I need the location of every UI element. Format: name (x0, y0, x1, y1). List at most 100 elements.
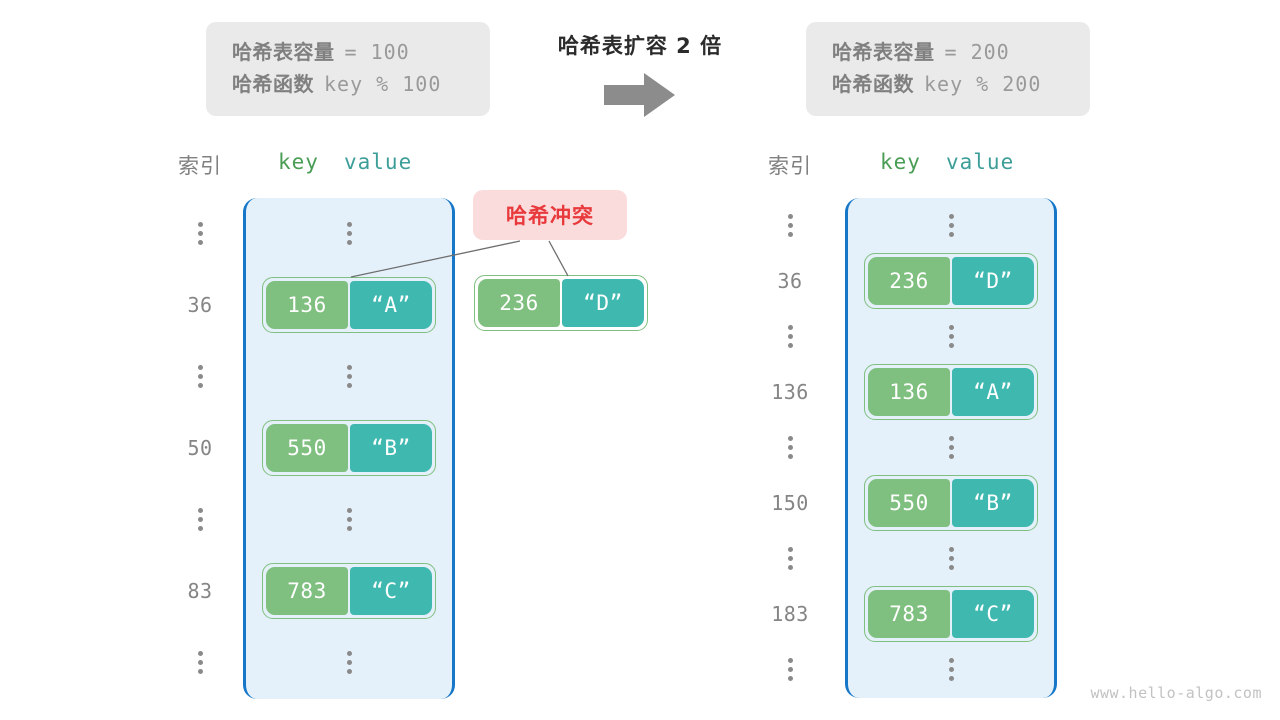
vertical-ellipsis-icon (346, 508, 352, 532)
index-label: 36 (187, 293, 213, 318)
table-row: 136“A” (848, 364, 1054, 421)
entry-key: 136 (868, 368, 950, 417)
hash-collision-badge: 哈希冲突 (473, 190, 627, 240)
entry-key: 783 (266, 567, 348, 616)
vertical-ellipsis-icon (197, 365, 203, 389)
right-value-header: value (946, 150, 1015, 174)
index-ellipsis (165, 341, 235, 413)
capacity-line-after: 哈希表容量 = 200 (832, 36, 1064, 68)
vertical-ellipsis-icon (948, 658, 954, 682)
capacity-value: = 100 (344, 40, 410, 64)
capacity-label: 哈希表容量 (232, 40, 335, 64)
index-ellipsis (755, 420, 825, 476)
vertical-ellipsis-icon (197, 222, 203, 246)
entry-key: 783 (868, 590, 950, 639)
vertical-ellipsis-icon (787, 214, 793, 238)
index-label: 50 (187, 436, 213, 461)
entry-value: “C” (952, 590, 1034, 639)
table-row: 783“C” (246, 556, 452, 628)
hash-function-value: key % 100 (324, 72, 442, 96)
index-ellipsis (755, 309, 825, 365)
entry: 136“A” (864, 364, 1038, 421)
entry-key: 550 (868, 479, 950, 528)
bucket-ellipsis-row (246, 341, 452, 413)
table-row: 550“B” (848, 475, 1054, 532)
vertical-ellipsis-icon (346, 651, 352, 675)
index-ellipsis (165, 627, 235, 699)
watermark: www.hello-algo.com (1090, 684, 1262, 702)
index-ellipsis (755, 642, 825, 698)
vertical-ellipsis-icon (346, 222, 352, 246)
entry-key: 236 (478, 279, 560, 327)
bucket-ellipsis-row (848, 531, 1054, 587)
table-row: 550“B” (246, 413, 452, 485)
index-label: 36 (777, 269, 803, 294)
bucket-ellipsis-row (848, 642, 1054, 698)
left-index-column: 36 50 83 (165, 198, 235, 699)
bucket-ellipsis-row (848, 198, 1054, 254)
hash-config-box-before: 哈希表容量 = 100 哈希函数 key % 100 (206, 22, 490, 116)
entry: 783“C” (262, 563, 436, 620)
hash-function-value: key % 200 (924, 72, 1042, 96)
vertical-ellipsis-icon (948, 214, 954, 238)
entry-value: “B” (952, 479, 1034, 528)
transition-arrow-wrap (520, 72, 760, 122)
left-value-header: value (344, 150, 413, 174)
bucket-ellipsis-row (848, 420, 1054, 476)
hash-function-line-before: 哈希函数 key % 100 (232, 68, 464, 100)
entry-key: 550 (266, 424, 348, 473)
index-ellipsis (165, 484, 235, 556)
hash-function-label: 哈希函数 (232, 72, 314, 96)
entry: 236 “D” (474, 275, 648, 331)
right-index-header: 索引 (768, 154, 812, 178)
entry-value: “D” (562, 279, 644, 327)
bucket-ellipsis-row (246, 198, 452, 270)
table-row: 783“C” (848, 586, 1054, 643)
entry-value: “B” (350, 424, 432, 473)
leader-line-to-236 (548, 240, 569, 277)
hash-config-box-after: 哈希表容量 = 200 哈希函数 key % 200 (806, 22, 1090, 116)
vertical-ellipsis-icon (787, 547, 793, 571)
vertical-ellipsis-icon (948, 325, 954, 349)
vertical-ellipsis-icon (346, 365, 352, 389)
detached-entry-236: 236 “D” (474, 275, 648, 331)
left-key-header: key (278, 150, 319, 174)
index-label: 183 (771, 602, 809, 627)
entry-value: “D” (952, 257, 1034, 306)
index-ellipsis (165, 198, 235, 270)
vertical-ellipsis-icon (197, 508, 203, 532)
entry: 550“B” (262, 420, 436, 477)
index-label: 150 (771, 491, 809, 516)
capacity-value: = 200 (944, 40, 1010, 64)
entry-value: “A” (350, 281, 432, 330)
bucket-ellipsis-row (848, 309, 1054, 365)
capacity-line-before: 哈希表容量 = 100 (232, 36, 464, 68)
left-hash-table-bucket: 136“A” 550“B” 783“C” (243, 198, 455, 699)
vertical-ellipsis-icon (787, 436, 793, 460)
entry-value: “C” (350, 567, 432, 616)
vertical-ellipsis-icon (948, 436, 954, 460)
entry: 783“C” (864, 586, 1038, 643)
right-arrow-icon (604, 73, 675, 117)
index-ellipsis (755, 531, 825, 587)
entry-key: 236 (868, 257, 950, 306)
bucket-ellipsis-row (246, 627, 452, 699)
right-index-column: 36 136 150 183 (755, 198, 825, 698)
table-row: 136“A” (246, 270, 452, 342)
hash-function-label: 哈希函数 (832, 72, 914, 96)
vertical-ellipsis-icon (787, 658, 793, 682)
entry: 136“A” (262, 277, 436, 334)
entry-key: 136 (266, 281, 348, 330)
hash-function-line-after: 哈希函数 key % 200 (832, 68, 1064, 100)
right-hash-table-bucket: 236“D” 136“A” 550“B” 783“C” (845, 198, 1057, 698)
entry: 550“B” (864, 475, 1038, 532)
index-ellipsis (755, 198, 825, 254)
diagram-title: 哈希表扩容 2 倍 (557, 34, 723, 58)
capacity-label: 哈希表容量 (832, 40, 935, 64)
vertical-ellipsis-icon (197, 651, 203, 675)
entry: 236“D” (864, 253, 1038, 310)
vertical-ellipsis-icon (948, 547, 954, 571)
index-label: 136 (771, 380, 809, 405)
vertical-ellipsis-icon (787, 325, 793, 349)
index-label: 83 (187, 579, 213, 604)
